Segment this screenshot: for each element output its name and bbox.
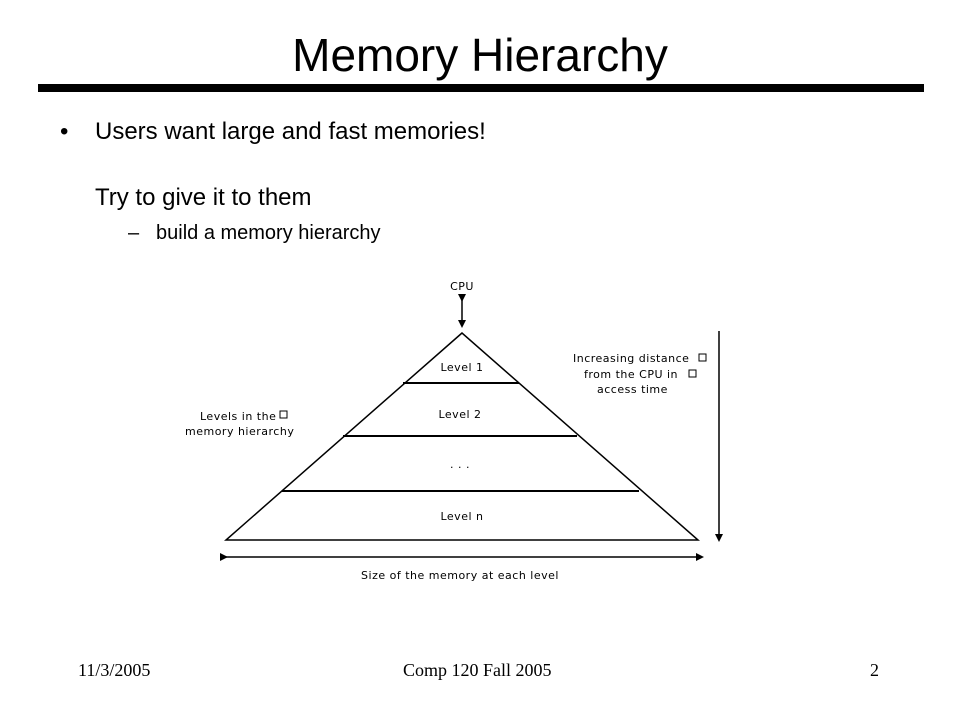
placeholder-box	[688, 369, 697, 378]
right-label-line: Increasing distance	[573, 352, 689, 365]
sub-bullet-text: build a memory hierarchy	[156, 222, 381, 244]
footer-date: 11/3/2005	[78, 660, 151, 680]
left-label-line: Levels in the	[200, 410, 276, 423]
footer-page-number: 2	[870, 660, 879, 680]
placeholder-box	[698, 353, 707, 362]
title-rule	[38, 84, 924, 92]
cpu-label: CPU	[450, 280, 474, 293]
bullet-continuation: Try to give it to them	[95, 184, 312, 211]
left-label-line: memory hierarchy	[185, 425, 294, 438]
slide-title: Memory Hierarchy	[292, 29, 668, 81]
sub-bullet-symbol: –	[128, 222, 140, 244]
placeholder-box	[279, 410, 288, 419]
size-label: Size of the memory at each level	[361, 569, 559, 582]
level-label: Level n	[440, 510, 483, 523]
footer-course: Comp 120 Fall 2005	[403, 660, 552, 680]
right-label-line: from the CPU in	[584, 368, 678, 381]
level-label: . . .	[450, 458, 470, 471]
bullet-text: Users want large and fast memories!	[95, 118, 486, 145]
bullet-symbol: •	[60, 118, 69, 145]
right-label-line: access time	[597, 383, 668, 396]
level-label: Level 1	[440, 361, 483, 374]
level-label: Level 2	[438, 408, 481, 421]
